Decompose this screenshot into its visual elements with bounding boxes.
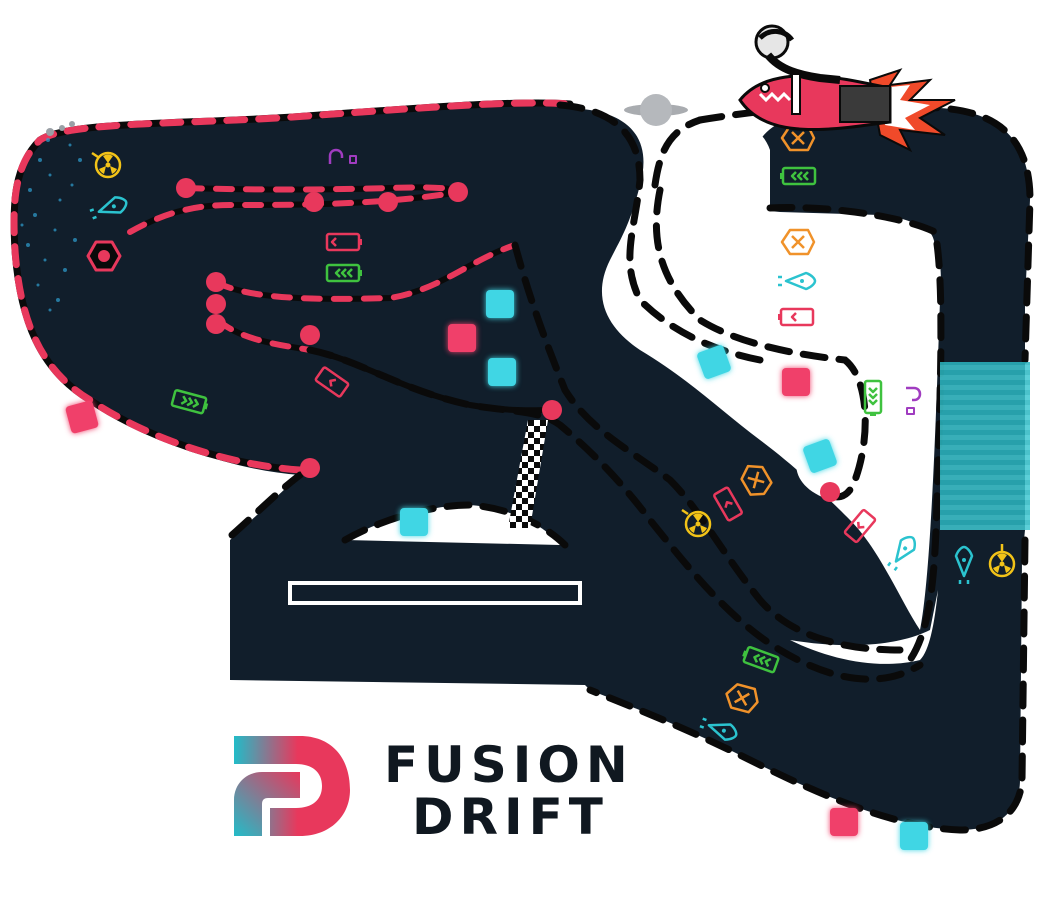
fusion-drift-logo: FUSION DRIFT — [234, 736, 634, 846]
kerb-node — [206, 314, 226, 334]
hazard-icon — [988, 544, 1016, 578]
magnet-icon — [328, 148, 357, 164]
cyan-pad — [697, 345, 731, 379]
kerb-node — [176, 178, 196, 198]
magnet-icon — [906, 386, 922, 415]
cyan-pad — [488, 358, 516, 386]
glow-pads — [65, 290, 928, 850]
infield-right-lower — [790, 590, 938, 664]
kerb-bw-7 — [586, 536, 1029, 834]
battery-full-icon — [325, 263, 362, 283]
logo-line-2: DRIFT — [412, 788, 609, 846]
battery-low-icon — [778, 307, 815, 327]
reverse-icon — [314, 366, 350, 398]
kerb-node — [542, 400, 562, 420]
shield-icon — [780, 228, 816, 256]
red-pad — [65, 400, 99, 434]
cyan-pad — [803, 439, 837, 473]
infield-center — [345, 505, 560, 545]
shield-icon — [725, 683, 759, 714]
logo-line-1: FUSION — [384, 736, 634, 794]
kerb-nodes — [176, 178, 840, 502]
kerb-bw-2 — [511, 241, 904, 654]
rocket-icon — [699, 717, 738, 741]
rocket-icon — [954, 545, 974, 584]
kerb-node — [206, 294, 226, 314]
logo-mark-icon — [234, 736, 350, 836]
reverse-icon — [843, 508, 877, 544]
cyan-pad — [486, 290, 514, 318]
spawner-icon — [86, 240, 122, 272]
kerb-bw-1 — [306, 346, 924, 683]
pickups — [86, 124, 1016, 741]
kerb-node — [300, 458, 320, 478]
shield-icon — [740, 464, 773, 496]
battery-full-icon — [863, 379, 883, 416]
kerb-bw-5 — [766, 203, 945, 664]
sparkle-cloud — [20, 138, 82, 312]
battery-full-icon — [742, 645, 780, 674]
infield-upper-right — [653, 116, 935, 460]
red-pad — [830, 808, 858, 836]
battery-full-icon — [780, 166, 817, 186]
battery-full-icon — [170, 389, 209, 415]
kerb-bw-10 — [651, 116, 704, 189]
rocket-icon — [887, 535, 917, 572]
racer-character — [738, 24, 956, 153]
kerb-node — [820, 482, 840, 502]
kerb-node — [206, 272, 226, 292]
kerb-node — [378, 192, 398, 212]
rocket-icon — [778, 271, 817, 291]
boost-pad-strip — [940, 362, 1030, 530]
reverse-icon — [713, 486, 743, 522]
kerb-bw-3 — [556, 101, 764, 364]
red-pad — [448, 324, 476, 352]
kerb-inner-3-red — [213, 242, 518, 302]
cyan-pad — [900, 822, 928, 850]
hazard-icon — [681, 508, 712, 538]
kerb-bw-8 — [341, 501, 569, 549]
start-finish-line — [508, 420, 548, 528]
drone-icon — [624, 94, 688, 126]
kerb-bw-9 — [228, 471, 304, 539]
rocket-icon — [89, 196, 128, 220]
kerbs — [10, 99, 1034, 834]
smoke-puffs — [46, 121, 75, 136]
red-pad — [782, 368, 810, 396]
kerb-bw-4 — [652, 186, 869, 501]
kerb-node — [300, 325, 320, 345]
hazard-icon — [91, 151, 122, 179]
kerb-left-outer-red — [10, 99, 574, 474]
pit-lane-marker — [288, 581, 582, 605]
kerb-node — [304, 192, 324, 212]
kerb-inner-2-red — [183, 184, 461, 193]
kerb-node — [448, 182, 468, 202]
cyan-pad — [400, 508, 428, 536]
battery-low-icon — [325, 232, 362, 252]
